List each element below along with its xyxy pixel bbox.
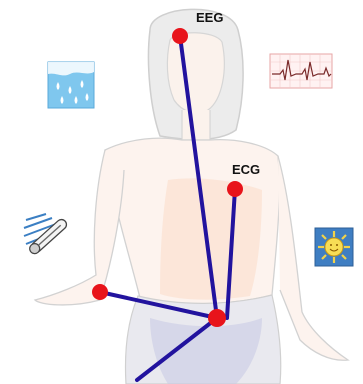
face [167, 33, 224, 113]
humidity-droplets-icon [48, 62, 94, 108]
eeg-sensor-dot [172, 28, 188, 44]
arm-sensor-dot [92, 284, 108, 300]
eeg-label: EEG [196, 10, 223, 25]
ecg-label: ECG [232, 162, 260, 177]
neck [182, 110, 210, 140]
ecg-waveform-icon [270, 54, 332, 88]
ecg-sensor-dot [227, 181, 243, 197]
sun-icon [315, 228, 353, 266]
thermometer-icon [24, 214, 69, 256]
hub-sensor-dot [208, 309, 226, 327]
